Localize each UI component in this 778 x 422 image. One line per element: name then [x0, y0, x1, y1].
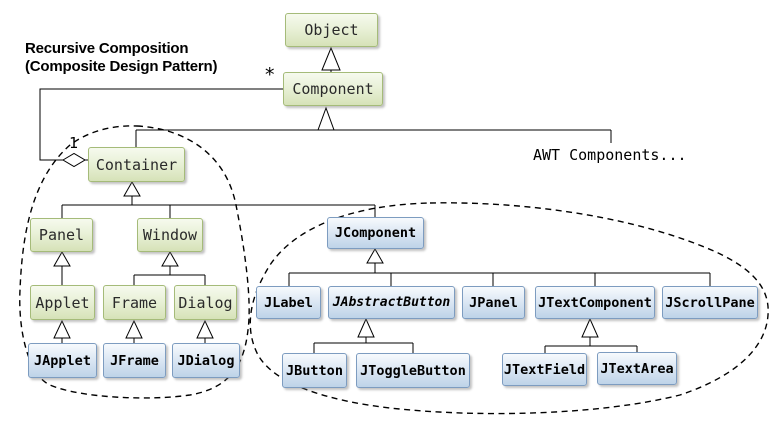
link-container-children-rail: [61, 196, 376, 218]
class-box-jlabel: JLabel: [256, 286, 321, 319]
class-box-frame: Frame: [103, 285, 166, 320]
class-box-jtextcomponent: JTextComponent: [535, 286, 655, 319]
link-jabstractbutton-children-rail: [313, 337, 414, 353]
class-box-jpanel: JPanel: [462, 286, 525, 319]
inheritance-arrow-icon: [53, 250, 71, 267]
link-component-children-rail: [135, 129, 612, 147]
class-box-container: Container: [88, 147, 185, 182]
class-box-jtextarea: JTextArea: [597, 352, 677, 385]
class-box-panel: Panel: [30, 218, 93, 252]
class-box-jabstractbutton: JAbstractButton: [328, 286, 455, 319]
class-box-dialog: Dialog: [174, 285, 237, 320]
awt-components-note: AWT Components...: [533, 146, 687, 164]
class-box-jtogglebutton: JToggleButton: [356, 353, 470, 388]
inheritance-arrow-icon: [123, 180, 141, 197]
class-box-jcomponent: JComponent: [327, 217, 424, 249]
inheritance-arrow-icon: [317, 106, 335, 131]
multiplicity-many-label: *: [264, 64, 276, 86]
link-jcomponent-children-rail: [288, 263, 711, 286]
inheritance-arrow-icon: [581, 317, 599, 338]
inheritance-arrow-icon: [125, 319, 143, 339]
link-jtextcomponent-children-rail: [544, 337, 638, 353]
caption-line2: (Composite Design Pattern): [25, 58, 218, 75]
class-box-jtextfield: JTextField: [502, 353, 587, 386]
swing-jcomponent-group-outline: [249, 202, 769, 415]
class-box-japplet: JApplet: [28, 343, 97, 378]
class-box-applet: Applet: [30, 285, 95, 320]
caption-line1: Recursive Composition: [25, 40, 189, 57]
class-box-window: Window: [137, 218, 203, 252]
class-box-jscrollpane: JScrollPane: [662, 286, 758, 319]
class-box-jbutton: JButton: [282, 353, 347, 388]
awt-container-group-outline: [19, 125, 250, 399]
inheritance-arrow-icon: [53, 319, 71, 339]
inheritance-arrow-icon: [357, 317, 375, 338]
aggregation-diamond-icon: [62, 152, 86, 168]
multiplicity-one-label: 1: [69, 134, 79, 152]
inheritance-arrow-icon: [321, 46, 341, 71]
link-window-children-rail: [133, 266, 206, 285]
class-box-component: Component: [283, 72, 383, 106]
class-box-jdialog: JDialog: [172, 343, 240, 378]
class-box-object: Object: [285, 13, 378, 47]
inheritance-arrow-icon: [366, 247, 384, 264]
diagram-caption: Recursive Composition (Composite Design …: [25, 40, 218, 76]
class-box-jframe: JFrame: [103, 343, 166, 378]
inheritance-arrow-icon: [196, 319, 214, 339]
inheritance-arrow-icon: [161, 250, 179, 267]
